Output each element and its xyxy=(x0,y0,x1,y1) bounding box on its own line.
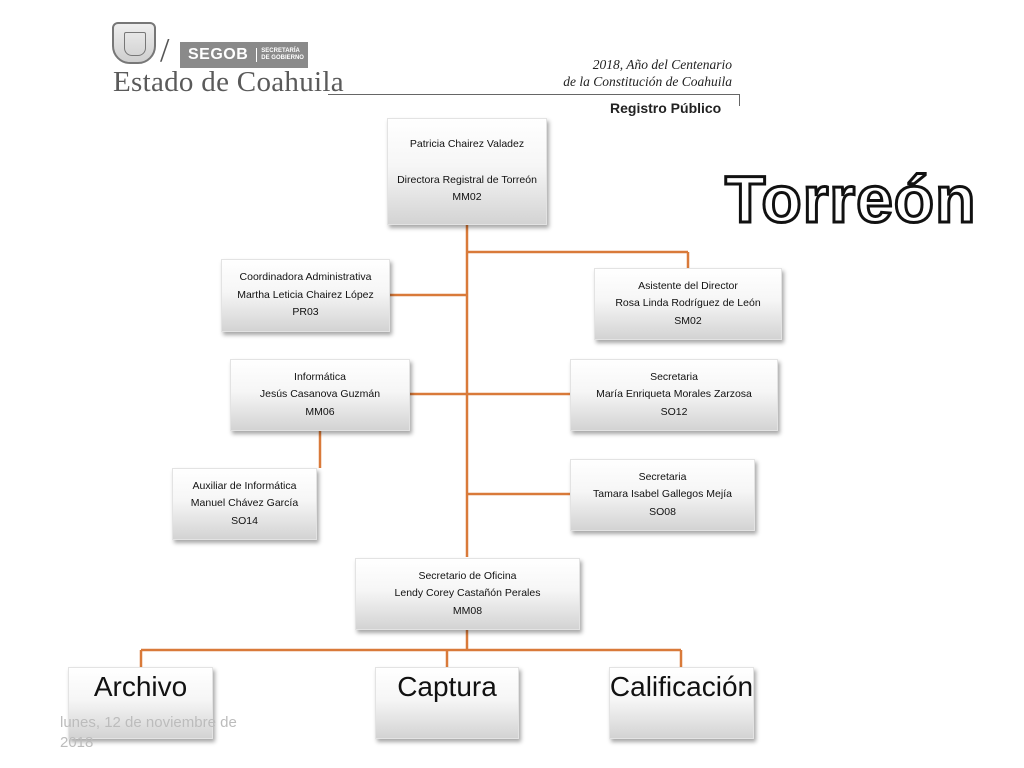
centenario-line2: de la Constitución de Coahuila xyxy=(563,74,732,89)
auxiliar-box: Auxiliar de Informática Manuel Chávez Ga… xyxy=(172,468,317,540)
asistente-name: Rosa Linda Rodríguez de León xyxy=(615,297,761,310)
secretario-oficina-role: Secretario de Oficina xyxy=(418,569,517,582)
calificacion-label: Calificación xyxy=(609,671,754,702)
director-code: MM02 xyxy=(452,191,482,204)
auxiliar-code: SO14 xyxy=(231,514,258,527)
secretaria1-name: María Enriqueta Morales Zarzosa xyxy=(596,388,752,401)
header-divider xyxy=(328,94,740,95)
archivo-box: Archivo xyxy=(68,667,213,739)
coord-code: PR03 xyxy=(292,306,319,319)
centenario-line1: 2018, Año del Centenario xyxy=(592,57,732,72)
secretaria1-role: Secretaria xyxy=(650,370,698,383)
archivo-label: Archivo xyxy=(93,671,188,702)
asistente-box: Asistente del Director Rosa Linda Rodríg… xyxy=(594,268,782,340)
informatica-name: Jesús Casanova Guzmán xyxy=(259,388,381,401)
asistente-code: SM02 xyxy=(674,314,702,327)
auxiliar-name: Manuel Chávez García xyxy=(190,497,299,510)
director-name: Patricia Chairez Valadez xyxy=(409,138,525,151)
captura-label: Captura xyxy=(397,671,497,702)
director-role: Directora Registral de Torreón xyxy=(397,173,537,186)
captura-box: Captura xyxy=(375,667,519,739)
coord-name: Martha Leticia Chairez López xyxy=(237,288,374,301)
page-title: Torreón xyxy=(723,162,977,236)
registro-publico-label: Registro Público xyxy=(610,100,722,116)
logo-slash: / xyxy=(160,32,170,69)
secretaria2-role: Secretaria xyxy=(638,470,687,483)
calificacion-box: Calificación xyxy=(609,667,754,739)
coord-role: Coordinadora Administrativa xyxy=(239,271,372,284)
director-box: Patricia Chairez Valadez Directora Regis… xyxy=(387,118,547,225)
asistente-role: Asistente del Director xyxy=(638,279,738,292)
state-name: Estado de Coahuila xyxy=(113,66,344,98)
secretaria2-name: Tamara Isabel Gallegos Mejía xyxy=(593,488,732,501)
coahuila-seal-icon xyxy=(112,22,156,64)
segob-sub: SECRETARÍA DE GOBIERNO xyxy=(256,48,304,62)
informatica-code: MM06 xyxy=(305,405,335,418)
informatica-role: Informática xyxy=(294,370,346,383)
segob-label: SEGOB xyxy=(188,46,249,63)
centenario-text: 2018, Año del Centenario de la Constituc… xyxy=(563,56,732,90)
secretaria2-box: Secretaria Tamara Isabel Gallegos Mejía … xyxy=(570,459,755,531)
segob-sub-line1: SECRETARÍA xyxy=(261,48,300,54)
segob-sub-line2: DE GOBIERNO xyxy=(261,55,304,61)
secretaria1-box: Secretaria María Enriqueta Morales Zarzo… xyxy=(570,359,778,431)
segob-logo: SEGOB SECRETARÍA DE GOBIERNO xyxy=(180,42,308,68)
auxiliar-role: Auxiliar de Informática xyxy=(192,479,297,492)
secretario-oficina-name: Lendy Corey Castañón Perales xyxy=(394,587,541,600)
secretario-oficina-box: Secretario de Oficina Lendy Corey Castañ… xyxy=(355,558,580,630)
footer-date: lunes, 12 de noviembre de 2018 xyxy=(60,714,237,751)
coord-box: Coordinadora Administrativa Martha Letic… xyxy=(221,259,390,332)
secretario-oficina-code: MM08 xyxy=(452,604,483,617)
secretaria2-code: SO08 xyxy=(649,505,676,518)
informatica-box: Informática Jesús Casanova Guzmán MM06 xyxy=(230,359,410,431)
secretaria1-code: SO12 xyxy=(660,405,688,418)
header-divider-tick xyxy=(739,94,740,106)
